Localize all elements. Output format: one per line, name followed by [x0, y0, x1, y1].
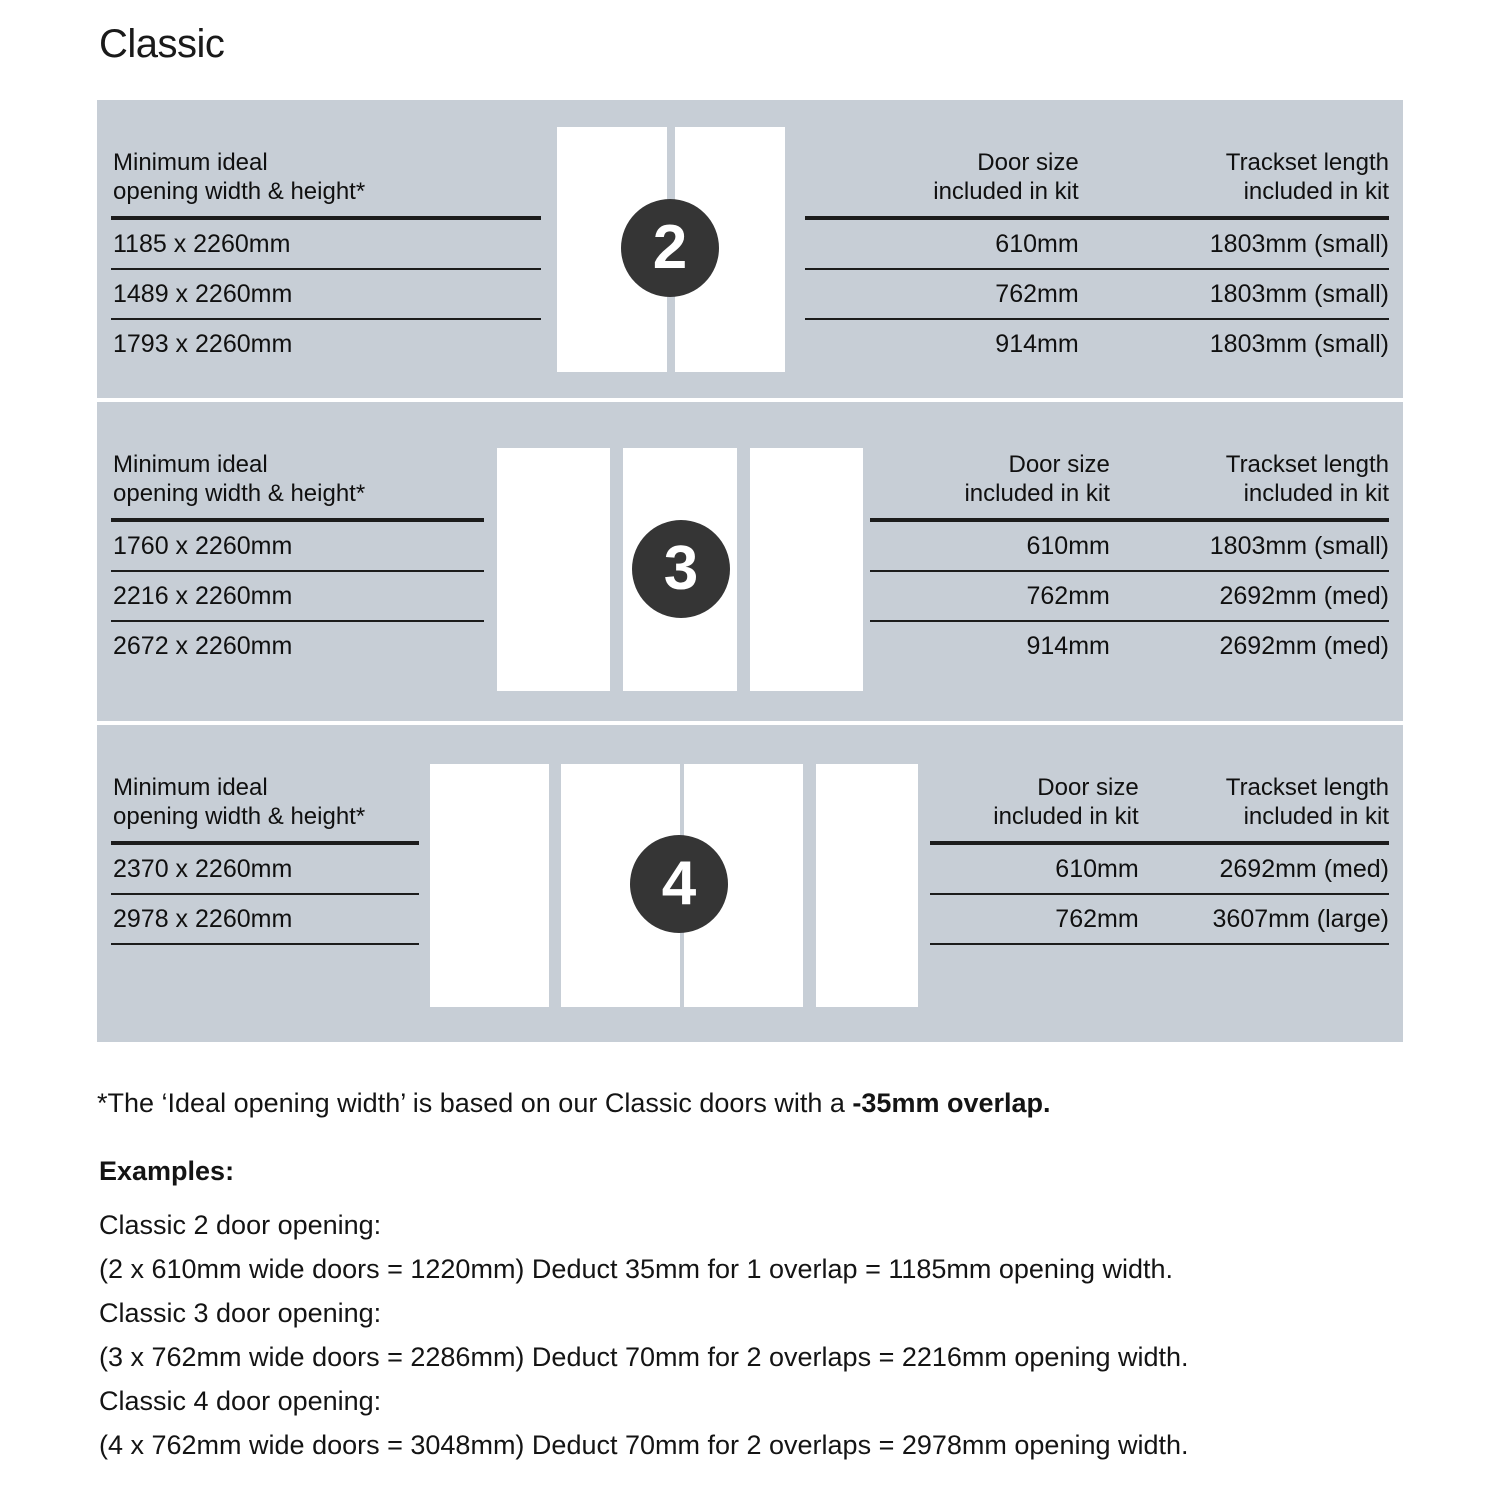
table-row: 762mm 2692mm (med) [870, 572, 1389, 620]
example-line: Classic 4 door opening: [99, 1386, 382, 1416]
opening-header-3: Minimum ideal opening width & height* [113, 774, 366, 830]
opening-table-1: Minimum ideal opening width & height* 11… [111, 148, 541, 368]
table-row: 610mm 1803mm (small) [870, 522, 1389, 570]
table-rule [870, 620, 1389, 622]
table-row: 1185 x 2260mm [113, 229, 291, 258]
example-line: Classic 2 door opening: [99, 1210, 382, 1240]
footnote-normal-text: *The ‘Ideal opening width’ is based on o… [97, 1088, 853, 1118]
table-rule [930, 943, 1389, 945]
door-size-header-3: Door size included in kit [993, 774, 1139, 830]
table-rule [805, 318, 1389, 320]
door-size-value: 610mm [1026, 531, 1110, 560]
door-size-value: 762mm [1055, 904, 1139, 933]
table-rule [111, 318, 541, 320]
table-rule [930, 893, 1389, 895]
kit-table-3: Door size included in kit Trackset lengt… [930, 773, 1389, 945]
table-rule [111, 268, 541, 270]
table-row: 1793 x 2260mm [113, 329, 293, 358]
table-rule [111, 518, 484, 522]
section-divider-2 [97, 721, 1403, 725]
door-count-badge-4: 4 [630, 835, 728, 933]
door-panel [497, 448, 611, 691]
table-row: 2672 x 2260mm [113, 631, 293, 660]
examples-heading: Examples: [99, 1156, 235, 1186]
table-rule [111, 893, 419, 895]
door-diagram-3 [497, 448, 863, 691]
table-rule [805, 268, 1389, 270]
trackset-header-3: Trackset length included in kit [1225, 774, 1389, 830]
door-size-value: 914mm [995, 329, 1079, 358]
overlap-footnote: *The ‘Ideal opening width’ is based on o… [97, 1088, 1051, 1119]
door-panel [815, 764, 918, 1007]
example-line: Classic 3 door opening: [99, 1298, 382, 1328]
door-count-badge-3: 3 [632, 520, 730, 618]
opening-header-1: Minimum ideal opening width & height* [113, 149, 366, 205]
trackset-value: 1803mm (small) [1209, 531, 1389, 560]
table-row: 762mm 3607mm (large) [930, 895, 1389, 943]
table-row: 1760 x 2260mm [113, 531, 293, 560]
door-size-header-2: Door size included in kit [964, 451, 1110, 507]
door-size-value: 610mm [995, 229, 1079, 258]
table-row: 2370 x 2260mm [113, 854, 293, 883]
table-rule [870, 518, 1389, 522]
table-row: 610mm 2692mm (med) [930, 845, 1389, 893]
table-row: 2216 x 2260mm [113, 581, 293, 610]
door-panel [749, 448, 863, 691]
table-rule [870, 570, 1389, 572]
trackset-value: 3607mm (large) [1212, 904, 1389, 933]
table-row: 2978 x 2260mm [113, 904, 293, 933]
table-rule [111, 216, 541, 220]
trackset-value: 1803mm (small) [1209, 229, 1389, 258]
kit-table-2: Door size included in kit Trackset lengt… [870, 450, 1389, 670]
table-rule [805, 216, 1389, 220]
trackset-header-2: Trackset length included in kit [1225, 451, 1389, 507]
table-rule [111, 943, 419, 945]
table-rule [930, 841, 1389, 845]
section-4-door: Minimum ideal opening width & height* 23… [97, 725, 1403, 1042]
spec-card: Minimum ideal opening width & height* 11… [97, 100, 1403, 1042]
table-row: 610mm 1803mm (small) [805, 220, 1389, 268]
door-diagram-4 [430, 764, 918, 1007]
trackset-value: 1803mm (small) [1209, 329, 1389, 358]
footnote-bold-text: -35mm overlap. [852, 1088, 1051, 1118]
table-row: 762mm 1803mm (small) [805, 270, 1389, 318]
trackset-value: 2692mm (med) [1219, 581, 1389, 610]
example-line: (2 x 610mm wide doors = 1220mm) Deduct 3… [99, 1254, 1174, 1284]
door-size-value: 914mm [1026, 631, 1110, 660]
examples-list: Classic 2 door opening: (2 x 610mm wide … [99, 1203, 1189, 1467]
table-rule [111, 620, 484, 622]
section-3-door: Minimum ideal opening width & height* 17… [97, 402, 1403, 722]
door-panel [430, 764, 549, 1007]
door-size-value: 762mm [1026, 581, 1110, 610]
door-size-value: 762mm [995, 279, 1079, 308]
opening-header-2: Minimum ideal opening width & height* [113, 451, 366, 507]
table-rule [111, 841, 419, 845]
section-2-door: Minimum ideal opening width & height* 11… [97, 100, 1403, 399]
trackset-value: 2692mm (med) [1219, 631, 1389, 660]
trackset-value: 2692mm (med) [1219, 854, 1389, 883]
table-rule [111, 570, 484, 572]
door-size-header-1: Door size included in kit [933, 149, 1079, 205]
table-row: 1489 x 2260mm [113, 279, 293, 308]
trackset-header-1: Trackset length included in kit [1225, 149, 1389, 205]
table-row: 914mm 2692mm (med) [870, 622, 1389, 670]
page-title: Classic [99, 22, 225, 66]
door-size-value: 610mm [1055, 854, 1139, 883]
section-divider-1 [97, 398, 1403, 402]
opening-table-2: Minimum ideal opening width & height* 17… [111, 450, 484, 670]
table-row: 914mm 1803mm (small) [805, 320, 1389, 368]
example-line: (3 x 762mm wide doors = 2286mm) Deduct 7… [99, 1342, 1189, 1372]
door-count-badge-2: 2 [621, 199, 719, 297]
kit-table-1: Door size included in kit Trackset lengt… [805, 148, 1389, 368]
trackset-value: 1803mm (small) [1209, 279, 1389, 308]
opening-table-3: Minimum ideal opening width & height* 23… [111, 773, 419, 945]
example-line: (4 x 762mm wide doors = 3048mm) Deduct 7… [99, 1430, 1189, 1460]
